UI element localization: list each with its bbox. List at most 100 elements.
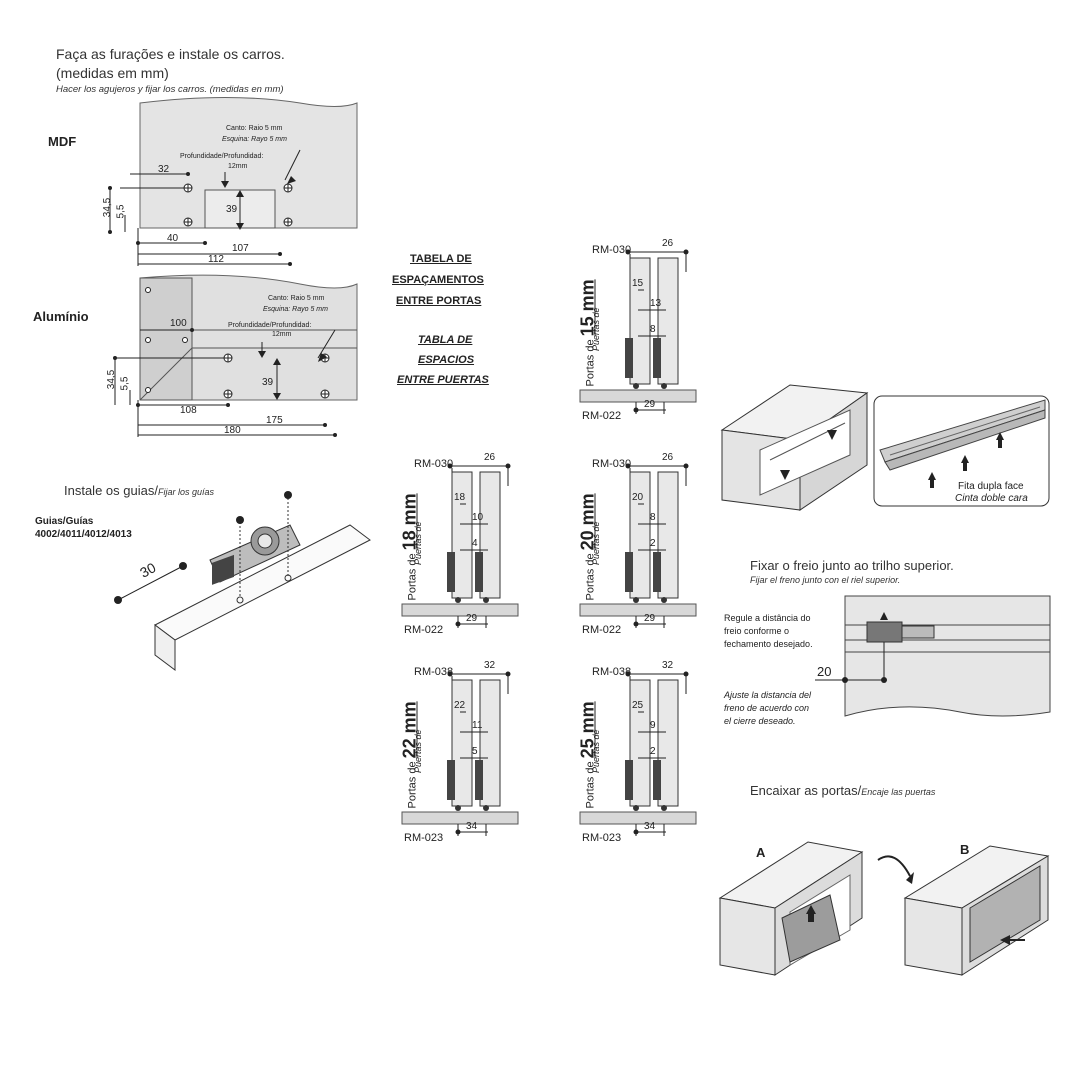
bottom-dim-value: 29 [644, 399, 656, 410]
mdf-dim-39: 39 [226, 204, 238, 215]
dim-dot [447, 671, 453, 677]
guides-label-1: Guias/Guías [35, 516, 94, 527]
wheel [633, 383, 639, 389]
aluminio-dim-34-5: 34,5 [106, 369, 118, 390]
profile-top-code: RM-030 [592, 244, 632, 256]
aluminio-dim-100: 100 [170, 318, 187, 329]
carriage-front [475, 552, 483, 592]
profile-bottom-code: RM-022 [582, 624, 622, 636]
tape-label-es: Cinta doble cara [955, 493, 1028, 504]
doors-title: Encaixar as portas/Encaje las puertas [750, 783, 935, 798]
gap-value: 4 [472, 538, 478, 549]
door-profile-back [451, 679, 473, 807]
bottom-rail [579, 811, 697, 825]
aluminio-label: Alumínio [33, 309, 89, 324]
bottom-rail [401, 603, 519, 617]
brake-note-pt-3: fechamento desejado. [724, 639, 813, 649]
wheel [661, 383, 667, 389]
doors-label-b: B [960, 842, 970, 857]
guides-dim-30: 30 [137, 559, 159, 581]
door-profile-front [479, 679, 501, 807]
gap-value: 9 [650, 720, 656, 731]
door-profile-front [657, 257, 679, 385]
profile-bottom-code: RM-023 [404, 832, 444, 844]
door-thickness-caption-es: Puertas de [413, 729, 423, 773]
dim-dot [455, 621, 461, 627]
aluminio-prof: Profundidade/Profundidad: [228, 322, 312, 329]
wheel [633, 805, 639, 811]
profile-top-code: RM-030 [592, 458, 632, 470]
mdf-dim-32: 32 [158, 164, 170, 175]
dim-dot [683, 671, 689, 677]
door-profile-back [629, 257, 651, 385]
mdf-dim-107: 107 [232, 243, 249, 254]
gap-value: 8 [650, 324, 656, 335]
door-thickness-caption-es: Puertas de [591, 521, 601, 565]
bottom-dim-value: 29 [466, 613, 478, 624]
mdf-canto: Canto: Raio 5 mm [226, 125, 283, 132]
brake-note-es-2: freno de acuerdo con [724, 703, 810, 713]
dim-dot [633, 829, 639, 835]
guides-title-pt: Instale os guias/ [64, 483, 158, 498]
gap-value: 8 [650, 512, 656, 523]
tape-label-pt: Fita dupla face [958, 481, 1024, 492]
header-line-1: Faça as furações e instale os carros. [56, 46, 285, 62]
profile-width: 32 [662, 660, 674, 671]
door-profile-back [451, 471, 473, 599]
mdf-prof-val: 12mm [228, 163, 248, 170]
profile-bottom-code: RM-022 [582, 410, 622, 422]
guides-label-2: 4002/4011/4012/4013 [35, 529, 132, 540]
brake-note-es-1: Ajuste la distancia del [724, 690, 812, 700]
table-title-pt-1: TABELA DE [410, 253, 472, 265]
carriage-front [653, 552, 661, 592]
dim-dot [625, 463, 631, 469]
carriage-front [653, 338, 661, 378]
bottom-dim-value: 34 [644, 821, 656, 832]
carriage-back [625, 338, 633, 378]
aluminio-esquina: Esquina: Rayo 5 mm [263, 306, 328, 313]
profile-top-code: RM-038 [592, 666, 632, 678]
dim-dot [505, 671, 511, 677]
table-title-pt-3: ENTRE PORTAS [396, 295, 482, 307]
gap-value: 10 [472, 512, 484, 523]
bottom-rail [579, 603, 697, 617]
wheel [661, 597, 667, 603]
gap-value: 25 [632, 700, 644, 711]
table-title-es-1: TABLA DE [418, 334, 473, 346]
dim-dot [633, 621, 639, 627]
wheel [633, 597, 639, 603]
guides-title-es: Fijar los guías [157, 487, 214, 497]
spacing-panel-drawing [401, 671, 519, 836]
door-profile-front [657, 679, 679, 807]
gap-value: 13 [650, 298, 662, 309]
door-profile-back [629, 471, 651, 599]
mdf-dim-34-5: 34,5 [102, 197, 114, 218]
gap-value: 15 [632, 278, 644, 289]
brake-note-pt-1: Regule a distância do [724, 613, 811, 623]
wheel [455, 805, 461, 811]
carriage-back [625, 760, 633, 800]
brake-note-pt-2: freio conforme o [724, 626, 790, 636]
profile-top-code: RM-030 [414, 458, 454, 470]
aluminio-dim-5-5: 5,5 [119, 376, 131, 391]
wheel [483, 597, 489, 603]
bottom-rail [401, 811, 519, 825]
profile-top-code: RM-038 [414, 666, 454, 678]
mdf-esquina: Esquina: Rayo 5 mm [222, 136, 287, 143]
table-title-es-3: ENTRE PUERTAS [397, 374, 489, 386]
table-title-es-2: ESPACIOS [418, 354, 475, 366]
profile-bottom-code: RM-022 [404, 624, 444, 636]
mdf-dim-40: 40 [167, 233, 179, 244]
brake-note-es-3: el cierre deseado. [724, 716, 796, 726]
doors-title-pt: Encaixar as portas/ [750, 783, 862, 798]
profile-width: 26 [662, 452, 674, 463]
spacing-panel-drawing [579, 463, 697, 628]
bottom-dim-value: 34 [466, 821, 478, 832]
brake-title: Fixar o freio junto ao trilho superior. [750, 558, 954, 573]
